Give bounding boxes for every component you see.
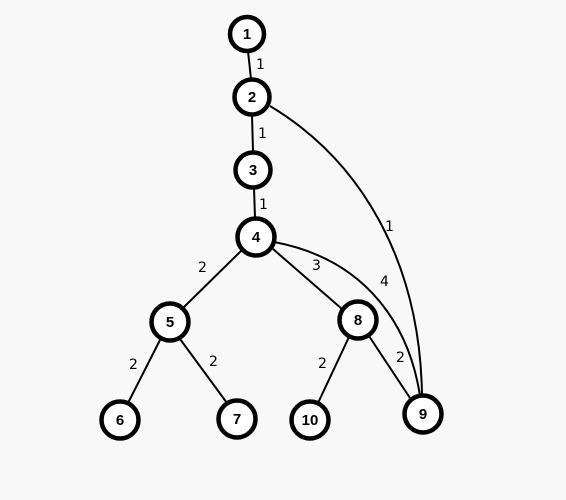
node-7: 7 <box>216 398 258 440</box>
node-6: 6 <box>99 399 141 441</box>
edge-labels: 1 1 1 1 2 3 4 2 2 2 2 <box>129 57 405 373</box>
node-8: 8 <box>337 299 379 341</box>
node-9: 9 <box>402 393 444 435</box>
node-10: 10 <box>289 399 331 441</box>
edge-label-2-9: 1 <box>385 219 394 235</box>
edge-5-7 <box>179 338 228 404</box>
edge-label-4-5: 2 <box>198 260 207 276</box>
edges <box>127 50 423 404</box>
node-label-9: 9 <box>419 406 427 423</box>
edge-4-9 <box>273 241 421 397</box>
node-label-6: 6 <box>116 412 124 429</box>
edge-8-10 <box>317 336 350 404</box>
edge-4-8 <box>272 248 343 310</box>
edge-label-5-6: 2 <box>129 357 138 373</box>
edge-label-8-10: 2 <box>318 356 327 372</box>
edge-label-3-4: 1 <box>259 197 268 213</box>
edge-8-9 <box>368 335 411 399</box>
node-2: 2 <box>232 77 272 117</box>
edge-label-5-7: 2 <box>209 354 218 370</box>
edge-2-3 <box>251 114 254 152</box>
node-label-7: 7 <box>233 411 241 428</box>
edge-label-1-2: 1 <box>256 57 265 73</box>
edge-5-6 <box>127 339 161 404</box>
edge-label-4-8: 3 <box>312 258 321 274</box>
node-label-3: 3 <box>249 162 257 179</box>
node-5: 5 <box>149 301 191 343</box>
node-label-4: 4 <box>252 229 261 246</box>
node-label-5: 5 <box>166 314 174 331</box>
edge-4-5 <box>183 250 242 308</box>
node-3: 3 <box>233 150 273 190</box>
node-4: 4 <box>235 216 277 258</box>
edge-3-4 <box>253 187 256 219</box>
node-1: 1 <box>227 14 267 54</box>
node-label-8: 8 <box>354 312 362 329</box>
edge-label-4-9: 4 <box>380 274 389 290</box>
edge-label-2-3: 1 <box>258 126 267 142</box>
node-label-2: 2 <box>248 89 256 106</box>
edge-1-2 <box>247 50 252 80</box>
node-label-10: 10 <box>302 412 319 429</box>
edge-label-8-9: 2 <box>396 350 405 366</box>
node-label-1: 1 <box>243 26 251 43</box>
edge-2-9 <box>269 105 423 396</box>
